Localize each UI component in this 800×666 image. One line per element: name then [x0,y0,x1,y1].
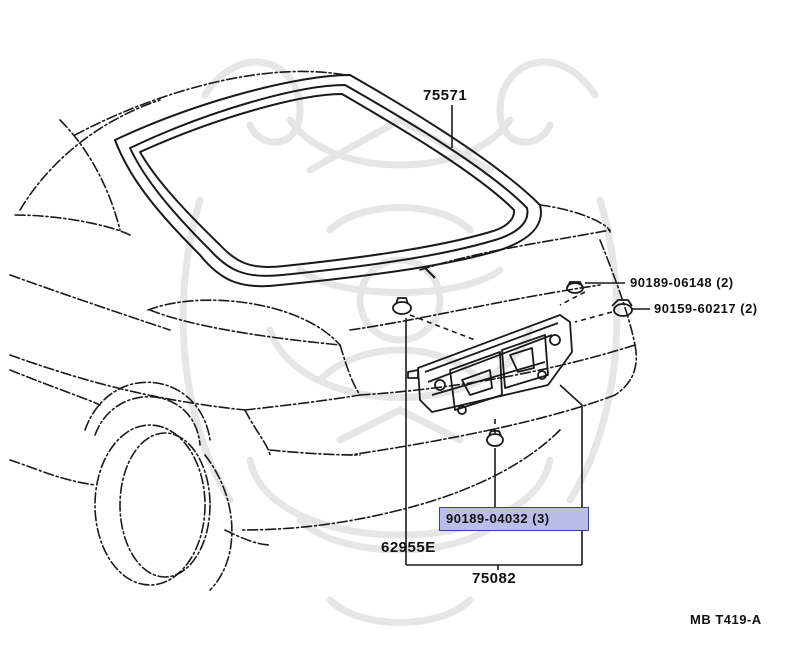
part-label-90159-60217[interactable]: 90159-60217 (2) [654,301,758,316]
figure-code: MB T419-A [690,612,762,627]
leader-lines [405,105,650,570]
fasteners [392,281,633,447]
part-label-75571[interactable]: 75571 [423,87,468,104]
rear-window [114,74,542,288]
part-label-75082[interactable]: 75082 [472,570,517,587]
license-garnish-75082 [407,314,573,415]
car-rear-body [9,70,637,591]
part-label-62955e[interactable]: 62955E [381,539,436,556]
part-label-90189-04032-highlighted[interactable]: 90189-04032 (3) [439,507,589,531]
part-label-90189-06148[interactable]: 90189-06148 (2) [630,275,734,290]
assembly-lines [409,291,613,433]
samurai-helmet-logo [179,58,621,626]
